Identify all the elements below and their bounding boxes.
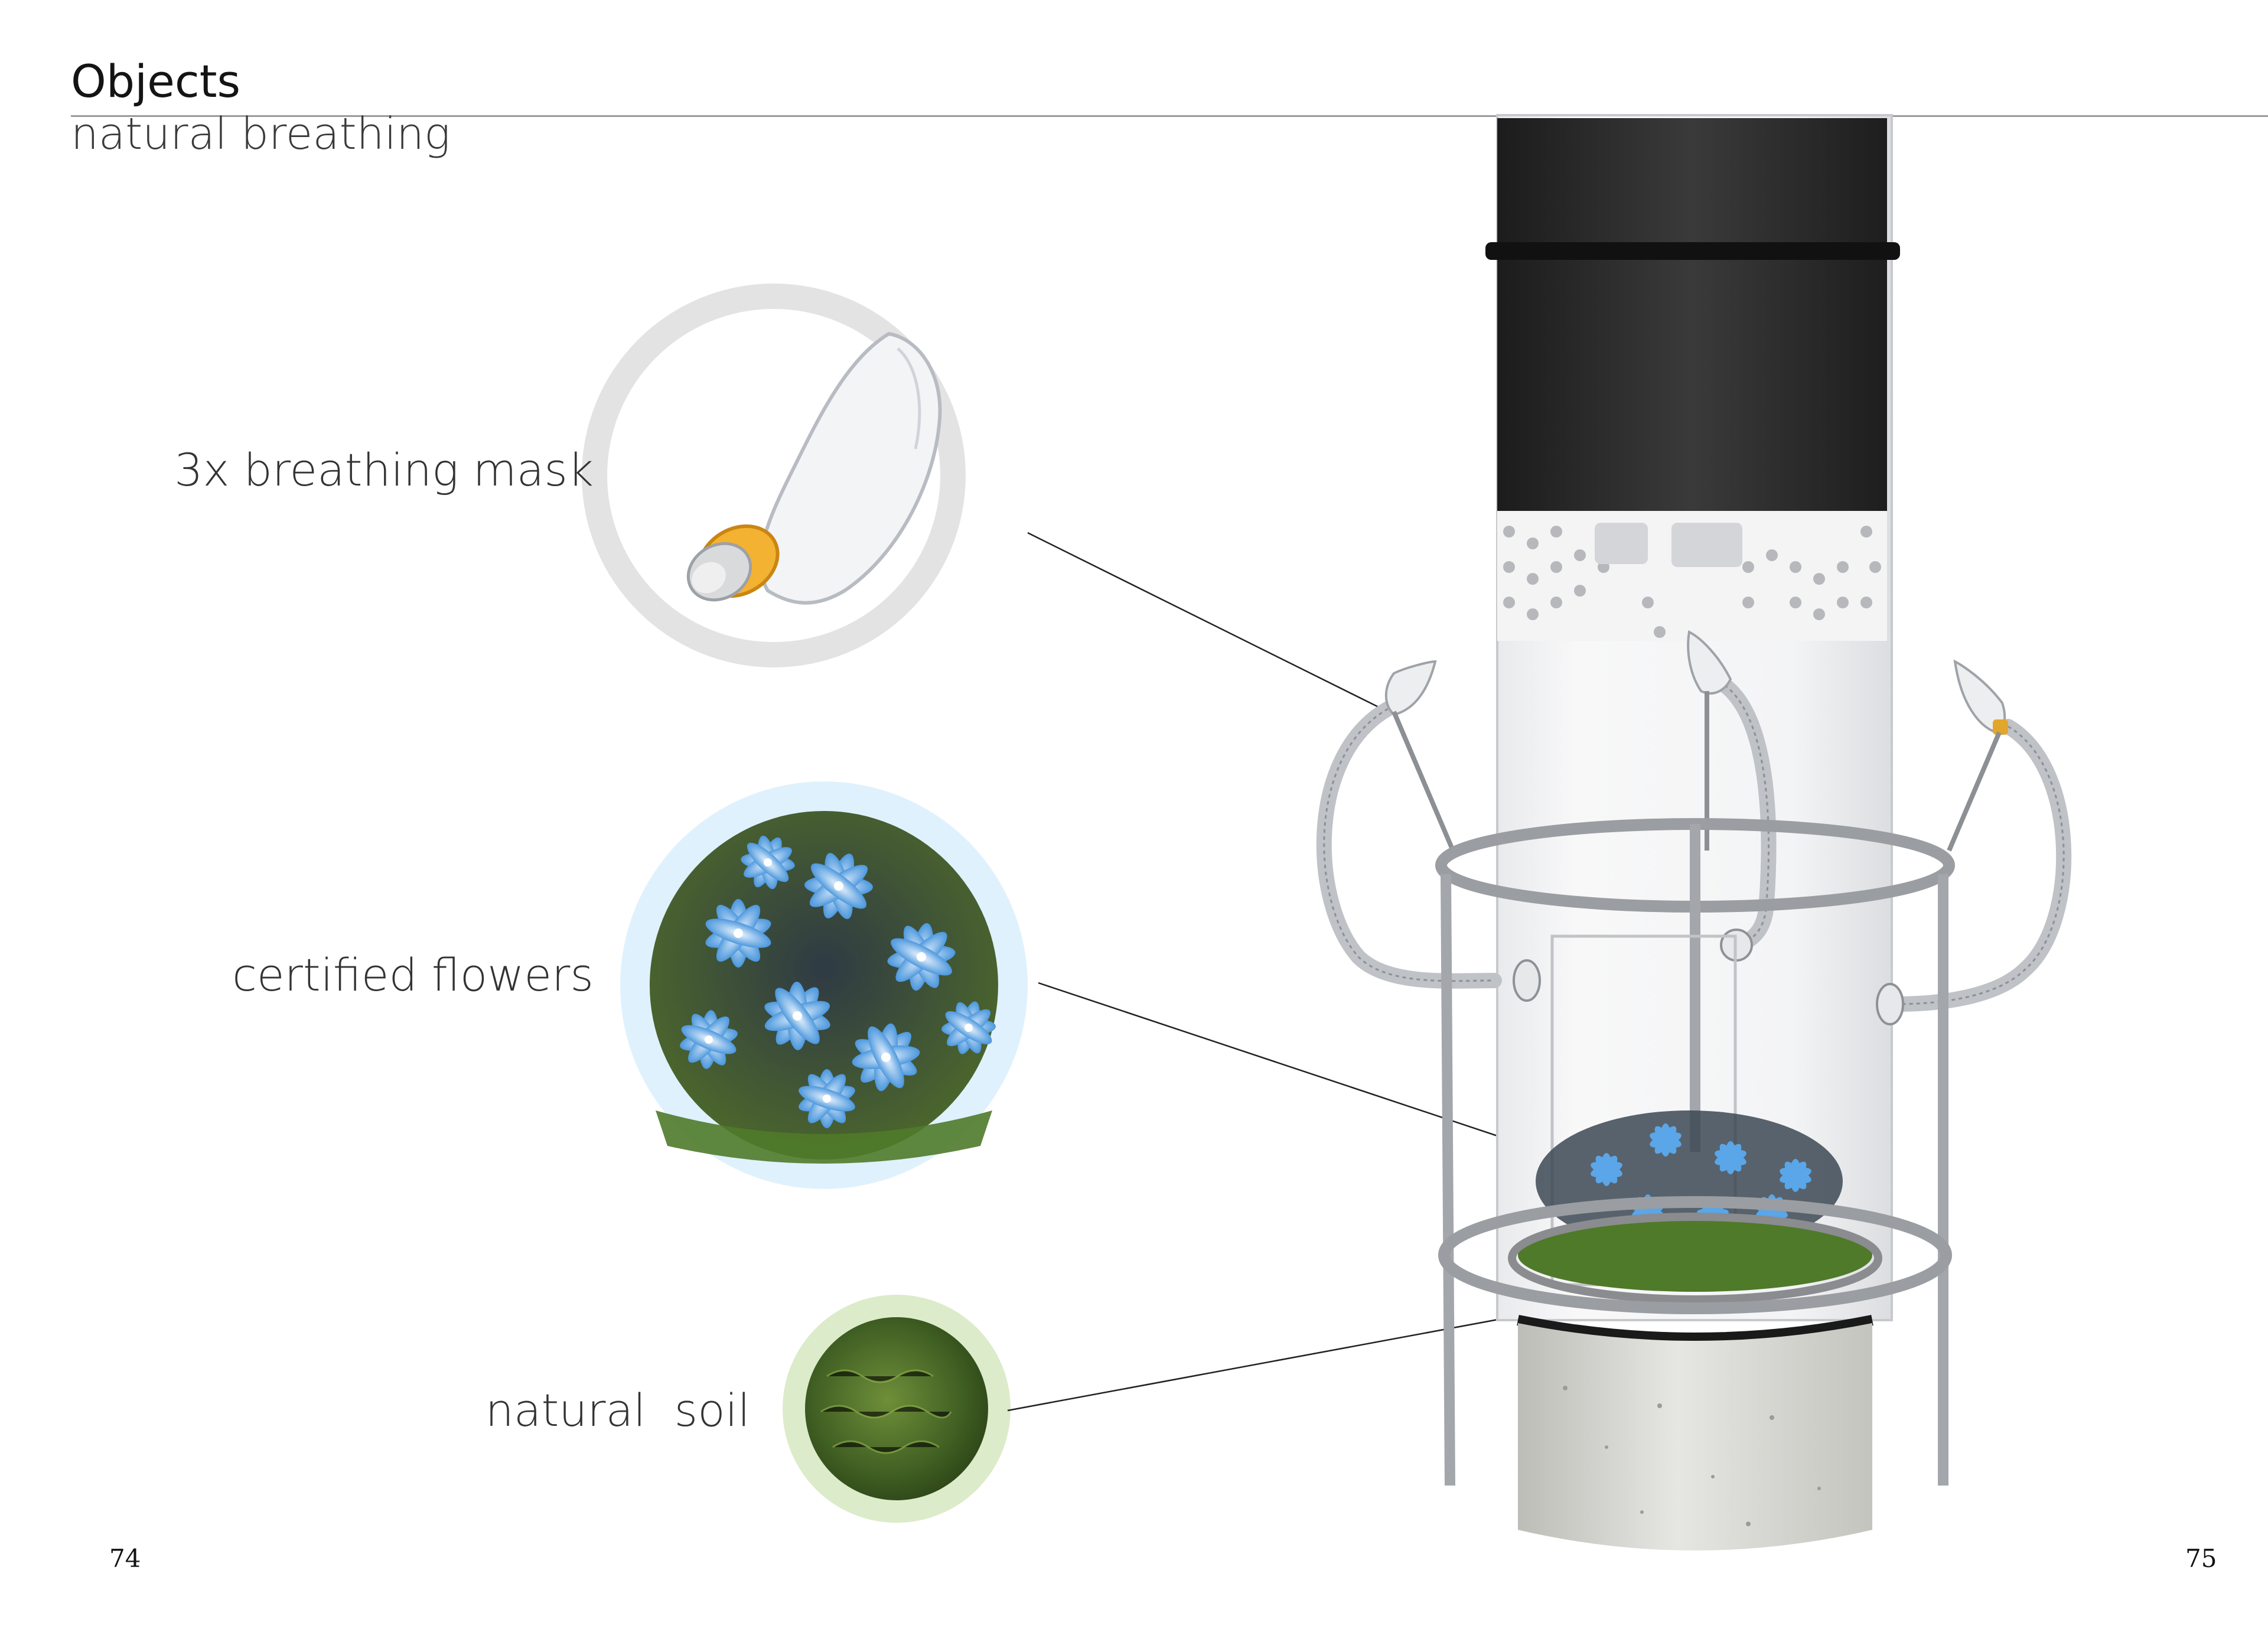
planter-rim	[1508, 1213, 1882, 1304]
label-natural-soil: natural soil	[485, 1384, 750, 1436]
page-subtitle: natural breathing	[71, 109, 451, 159]
small-mask-left-icon	[1384, 660, 1437, 716]
device-cap-band	[1485, 242, 1900, 260]
concrete-pores	[1563, 1386, 1821, 1526]
certified-flowers-circle	[620, 781, 1028, 1189]
header-divider	[71, 115, 2268, 117]
breathing-device	[1316, 114, 2072, 1550]
grass-bed	[1518, 1219, 1872, 1292]
mask-leader-line	[1027, 532, 1383, 710]
breathing-mask-circle	[582, 284, 966, 667]
flowers-leader-line	[1038, 982, 1560, 1158]
perforated-band	[1497, 511, 1887, 641]
hose-ribbing	[1323, 684, 2065, 1005]
page-title: Objects	[71, 55, 241, 108]
label-certified-flowers: certified flowers	[232, 949, 594, 1001]
page-header: Objects natural breathing	[0, 0, 2268, 177]
frame-legs	[1441, 824, 1948, 1486]
device-cap-body	[1497, 260, 1887, 511]
base-seal	[1517, 1315, 1873, 1343]
page-number-right: 75	[2185, 1544, 2217, 1573]
breathing-mask-icon	[686, 331, 942, 605]
small-mask-right-icon	[1953, 659, 2008, 735]
page-number-left: 74	[109, 1544, 141, 1573]
lower-frame-ring	[1438, 1196, 1952, 1314]
soil-texture	[820, 1369, 952, 1454]
concrete-base	[1518, 1323, 1872, 1550]
device-cap-top	[1497, 118, 1887, 245]
small-mask-center-icon	[1687, 630, 1732, 695]
flower-cluster	[656, 835, 996, 1164]
natural-soil-circle	[783, 1295, 1011, 1523]
label-breathing-mask: 3x breathing mask	[174, 444, 594, 496]
